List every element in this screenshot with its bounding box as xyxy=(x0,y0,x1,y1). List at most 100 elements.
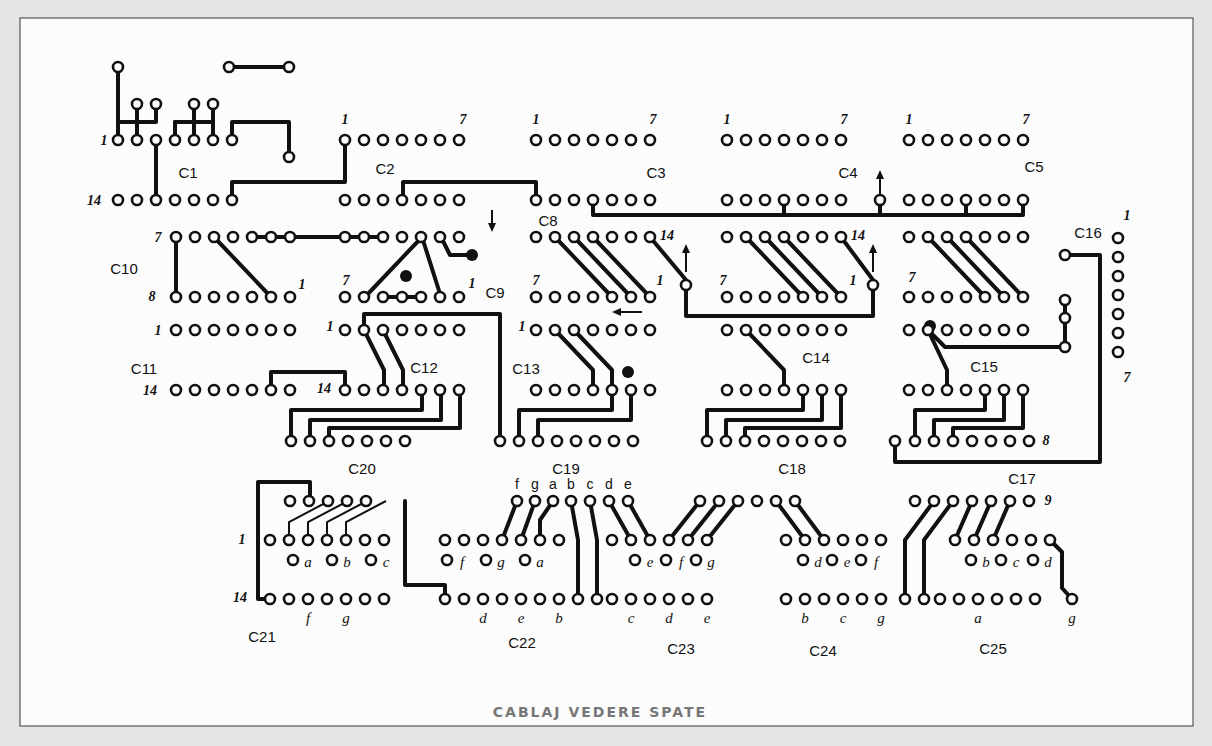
trace xyxy=(555,330,593,390)
solder-pad xyxy=(1060,313,1070,323)
chip-label: C19 xyxy=(551,461,581,476)
solder-pad xyxy=(778,436,788,446)
arrow-head xyxy=(869,244,877,253)
solder-pad xyxy=(954,594,964,604)
trace xyxy=(688,501,719,540)
solder-pad xyxy=(904,292,914,302)
solder-pad xyxy=(322,594,332,604)
solder-pad xyxy=(550,325,560,335)
solder-pad xyxy=(817,385,827,395)
arrow-shaft xyxy=(872,250,874,272)
solder-pad xyxy=(980,195,990,205)
solder-pad xyxy=(929,436,939,446)
segment-letter: d xyxy=(813,555,823,570)
solder-pad xyxy=(266,385,276,395)
solder-pad xyxy=(733,496,743,506)
trace xyxy=(726,390,822,441)
solder-pad xyxy=(1024,436,1034,446)
solder-pad xyxy=(661,555,671,565)
chip-label: C4 xyxy=(837,165,858,180)
solder-pad xyxy=(362,436,372,446)
solder-pad xyxy=(760,325,770,335)
chip-label: C20 xyxy=(347,461,377,476)
solder-blob xyxy=(400,270,412,282)
solder-pad xyxy=(986,436,996,446)
solder-pad xyxy=(359,325,369,335)
solder-pad xyxy=(967,496,977,506)
solder-pad xyxy=(113,195,123,205)
solder-pad xyxy=(379,535,389,545)
trace xyxy=(686,285,873,316)
solder-pad xyxy=(760,135,770,145)
solder-pad xyxy=(284,62,294,72)
trace xyxy=(214,237,271,297)
solder-pad xyxy=(604,496,614,506)
solder-pad xyxy=(361,496,371,506)
solder-pad xyxy=(360,594,370,604)
solder-pad xyxy=(512,496,522,506)
solder-pad xyxy=(284,152,294,162)
solder-pad xyxy=(569,325,579,335)
solder-pad xyxy=(170,195,180,205)
solder-pad xyxy=(919,594,929,604)
solder-pad xyxy=(341,594,351,604)
trace xyxy=(745,390,841,441)
solder-pad xyxy=(531,325,541,335)
solder-pad xyxy=(781,594,791,604)
solder-pad xyxy=(113,135,123,145)
solder-pad xyxy=(817,195,827,205)
solder-pad xyxy=(1018,325,1028,335)
solder-pad xyxy=(722,195,732,205)
segment-letter: a xyxy=(548,477,558,491)
solder-pad xyxy=(929,496,939,506)
pin-number: 1 xyxy=(518,320,527,334)
pin-number: 14 xyxy=(316,382,332,396)
chip-label: C10 xyxy=(109,261,139,276)
solder-pad xyxy=(190,325,200,335)
solder-pad xyxy=(980,135,990,145)
solder-pad xyxy=(875,195,885,205)
solder-pad xyxy=(416,232,426,242)
solder-pad xyxy=(923,385,933,395)
solder-pad xyxy=(266,292,276,302)
solder-pad xyxy=(817,232,827,242)
solder-pad xyxy=(626,292,636,302)
solder-pad xyxy=(683,594,693,604)
solder-pad xyxy=(836,135,846,145)
solder-pad xyxy=(552,436,562,446)
solder-pad xyxy=(645,535,655,545)
segment-letter: b xyxy=(342,555,352,570)
solder-pad xyxy=(340,325,350,335)
segment-letter: b xyxy=(566,477,576,491)
solder-pad xyxy=(999,292,1009,302)
solder-pad xyxy=(966,555,976,565)
solder-pad xyxy=(942,135,952,145)
solder-pad xyxy=(190,292,200,302)
solder-pad xyxy=(740,436,750,446)
solder-pad xyxy=(967,436,977,446)
trace xyxy=(1050,540,1072,599)
arrow-head xyxy=(488,223,496,232)
solder-pad xyxy=(284,535,294,545)
solder-pad xyxy=(817,292,827,302)
solder-pad xyxy=(722,385,732,395)
solder-pad xyxy=(416,385,426,395)
solder-pad xyxy=(171,385,181,395)
trace xyxy=(593,237,650,297)
solder-pad xyxy=(722,292,732,302)
solder-pad xyxy=(961,385,971,395)
solder-pad xyxy=(691,555,701,565)
solder-pad xyxy=(303,594,313,604)
solder-pad xyxy=(340,135,350,145)
solder-pad xyxy=(454,195,464,205)
copper-traces xyxy=(118,67,1100,599)
solder-pad xyxy=(171,232,181,242)
segment-letter: a xyxy=(973,611,983,626)
trace xyxy=(934,390,1004,441)
trace xyxy=(229,65,289,69)
solder-pad xyxy=(478,535,488,545)
solder-pad xyxy=(1113,290,1123,300)
solder-pad xyxy=(890,436,900,446)
solder-pad xyxy=(607,594,617,604)
